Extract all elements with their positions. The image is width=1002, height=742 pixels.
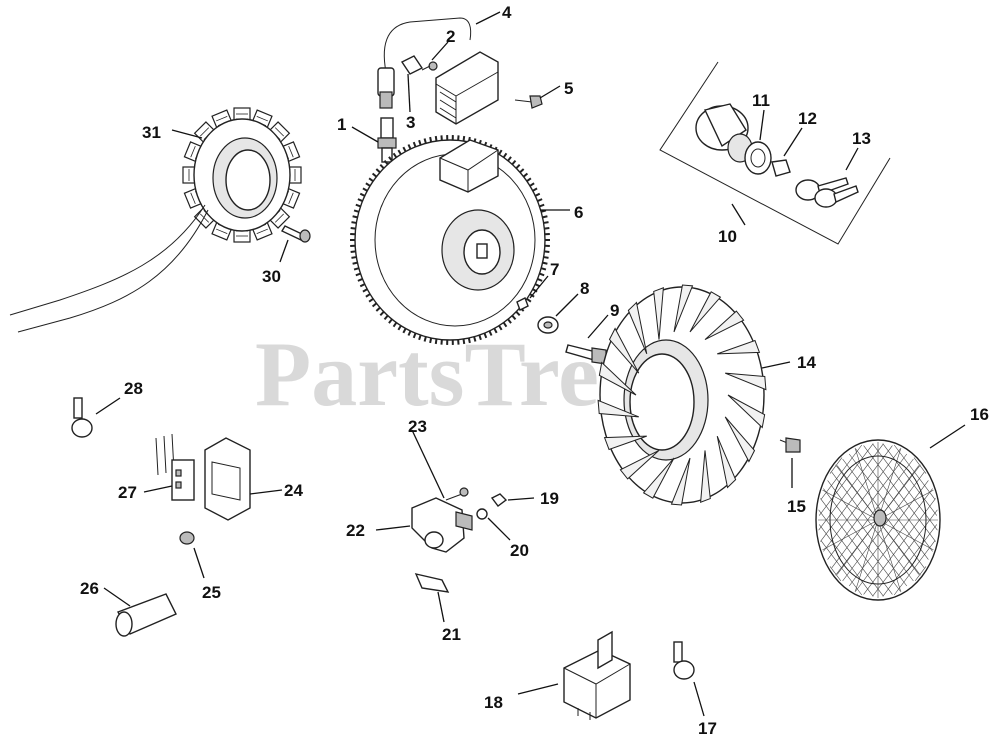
part-20-washer[interactable]: [476, 508, 488, 520]
part-18-relay[interactable]: [563, 630, 631, 720]
callout-15: 15: [787, 497, 806, 516]
part-17-clamp[interactable]: [673, 641, 695, 680]
callout-11: 11: [752, 91, 770, 110]
callout-numbers: 1 2 3 4 5 6 7 8 9 10 11 12 13 14 15 16 1…: [80, 3, 989, 738]
part-11-key-switch[interactable]: [695, 103, 753, 163]
part-26-boot[interactable]: [115, 593, 177, 637]
part-3-clip[interactable]: [400, 55, 424, 75]
part-30-screw[interactable]: [281, 225, 311, 243]
callout-14: 14: [797, 353, 816, 372]
part-7-key[interactable]: [516, 297, 529, 311]
callout-1: 1: [337, 115, 346, 134]
callout-8: 8: [580, 279, 589, 298]
part-15-screw[interactable]: [779, 437, 801, 453]
callout-17: 17: [698, 719, 717, 738]
callout-20: 20: [510, 541, 529, 560]
part-27-connector[interactable]: [155, 433, 195, 501]
part-31-stator[interactable]: [9, 107, 302, 333]
callout-7: 7: [550, 260, 559, 279]
callout-9: 9: [610, 301, 619, 320]
callout-25: 25: [202, 583, 221, 602]
callout-16: 16: [970, 405, 989, 424]
callout-13: 13: [852, 129, 871, 148]
callout-28: 28: [124, 379, 143, 398]
part-23-screw[interactable]: [445, 487, 469, 501]
callout-6: 6: [574, 203, 583, 222]
part-5-screw[interactable]: [514, 95, 543, 109]
part-19-nut[interactable]: [490, 493, 508, 507]
part-14-fan[interactable]: [597, 284, 767, 506]
callout-3: 3: [406, 113, 415, 132]
part-4-ignition-coil[interactable]: [377, 17, 499, 125]
part-8-washer[interactable]: [537, 316, 559, 334]
callout-26: 26: [80, 579, 99, 598]
part-25-screw[interactable]: [179, 531, 195, 545]
part-24-rectifier[interactable]: [204, 437, 251, 521]
callout-31: 31: [142, 123, 161, 142]
callout-23: 23: [408, 417, 427, 436]
callout-30: 30: [262, 267, 281, 286]
part-6-flywheel[interactable]: [350, 135, 550, 345]
callout-12: 12: [798, 109, 817, 128]
callout-27: 27: [118, 483, 137, 502]
part-22-bracket[interactable]: [411, 497, 473, 553]
part-2-screw[interactable]: [421, 61, 438, 71]
part-21-clip[interactable]: [414, 573, 450, 593]
callout-2: 2: [446, 27, 455, 46]
part-16-grill-screen[interactable]: [815, 439, 941, 601]
callout-18: 18: [484, 693, 503, 712]
part-12-nut[interactable]: [744, 141, 791, 177]
part-1-spark-plug[interactable]: [377, 117, 397, 163]
callout-10: 10: [718, 227, 737, 246]
part-13-keys[interactable]: [795, 177, 859, 208]
callout-19: 19: [540, 489, 559, 508]
callout-5: 5: [564, 79, 573, 98]
callout-4: 4: [502, 3, 512, 22]
callout-22: 22: [346, 521, 365, 540]
leader-lines: [95, 11, 966, 717]
part-10-key-switch-group[interactable]: [659, 61, 891, 245]
callout-21: 21: [442, 625, 461, 644]
callout-24: 24: [284, 481, 303, 500]
part-28-clamp[interactable]: [71, 397, 93, 438]
